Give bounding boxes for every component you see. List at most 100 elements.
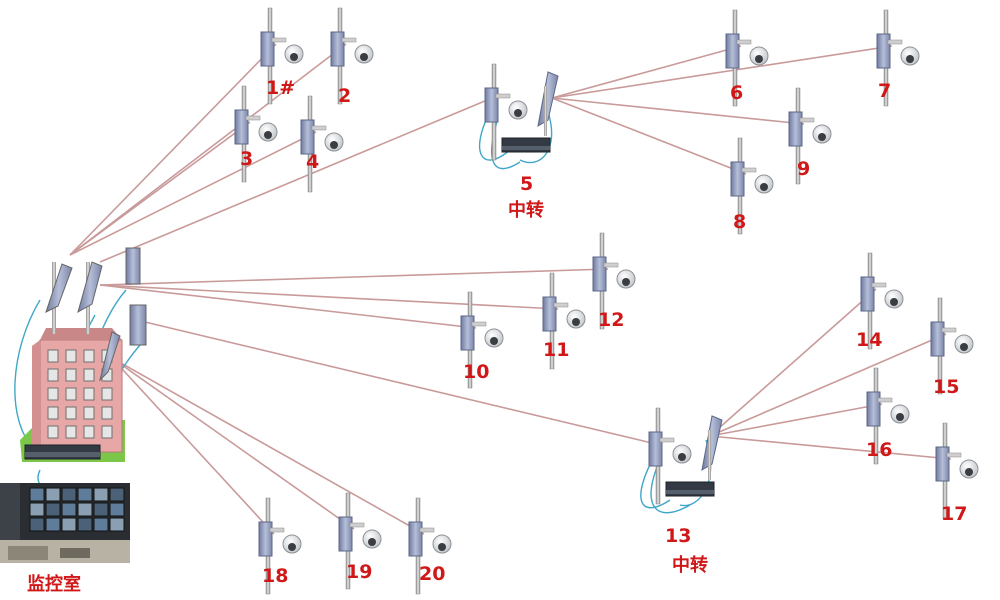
building-window: [83, 349, 95, 363]
network-cable: [650, 459, 691, 514]
monitor-screen: [93, 487, 109, 502]
camera-arm: [659, 437, 675, 443]
camera-node-3: [234, 85, 278, 183]
camera-arm: [419, 527, 435, 533]
link-n13-n16: [709, 403, 883, 437]
camera-arm: [941, 327, 957, 333]
camera-arm: [887, 39, 903, 45]
camera-arm: [603, 262, 619, 268]
building-window: [65, 406, 77, 420]
camera-arm: [269, 527, 285, 533]
monitor-screen: [29, 487, 45, 502]
node-label-9: 9: [797, 158, 810, 180]
panel-antenna: [542, 296, 557, 332]
link-n5-n9: [551, 97, 805, 125]
camera-arm: [311, 125, 327, 131]
building-window: [83, 368, 95, 382]
building-window: [47, 406, 59, 420]
panel-antenna: [860, 276, 875, 312]
monitor-screen: [93, 502, 109, 517]
camera-arm: [877, 397, 893, 403]
node-label-19: 19: [346, 561, 372, 583]
node-label-12: 12: [598, 309, 624, 331]
link-hub-n4: [69, 131, 317, 256]
hub-antenna-5: [99, 331, 121, 382]
link-hub-n19: [111, 357, 355, 530]
link-n5-n8: [551, 97, 747, 175]
camera-arm: [736, 39, 752, 45]
camera-lens: [290, 53, 298, 61]
network-cable: [478, 111, 511, 161]
panel-antenna: [258, 521, 273, 557]
camera-node-4: [300, 95, 344, 193]
link-n5-n6: [551, 45, 742, 99]
camera-lens: [755, 55, 763, 63]
link-n13-n17: [709, 435, 952, 460]
node-label-1: 1#: [266, 77, 295, 99]
monitor-screen: [61, 487, 77, 502]
building-window: [47, 425, 59, 439]
relay-b-label: 中转: [672, 554, 708, 576]
monitor-screen: [29, 517, 45, 532]
link-hub-n11: [99, 284, 559, 310]
link-hub-n12: [99, 268, 609, 286]
camera-arm: [799, 117, 815, 123]
camera-lens: [572, 318, 580, 326]
camera-node-5: [484, 63, 559, 161]
relay-a-label: 中转: [508, 199, 544, 221]
network-cable: [519, 111, 553, 164]
hub-antenna-4: [129, 304, 147, 346]
camera-arm: [553, 302, 569, 308]
panel-antenna: [460, 315, 475, 351]
monitor-screen: [61, 517, 77, 532]
building-roof: [40, 328, 122, 340]
building-window: [47, 368, 59, 382]
camera-arm: [349, 522, 365, 528]
link-hub-n5: [99, 97, 493, 263]
panel-antenna: [234, 109, 249, 145]
node-label-10: 10: [463, 361, 489, 383]
camera-lens: [330, 141, 338, 149]
panel-antenna: [484, 87, 499, 123]
building-window: [101, 387, 113, 401]
panel-antenna: [592, 256, 607, 292]
link-n13-n15: [709, 333, 947, 437]
panel-antenna: [876, 33, 891, 69]
monitor-screen: [29, 502, 45, 517]
panel-antenna: [788, 111, 803, 147]
camera-lens: [965, 468, 973, 476]
building-window: [47, 387, 59, 401]
link-hub-n10: [99, 284, 477, 329]
camera-node-7: [876, 9, 920, 107]
camera-node-1: [260, 7, 304, 105]
hub-label: 监控室: [27, 573, 81, 595]
camera-arm: [871, 282, 887, 288]
wireless-links: [69, 43, 952, 535]
panel-antenna: [730, 161, 745, 197]
node-label-13: 13: [665, 525, 691, 547]
monitor-screen: [109, 517, 125, 532]
monitor-screen: [109, 502, 125, 517]
node-label-5: 5: [520, 173, 533, 195]
camera-arm: [741, 167, 757, 173]
link-n13-n14: [709, 288, 877, 437]
monitor-screen: [61, 502, 77, 517]
building-window: [65, 349, 77, 363]
camera-lens: [960, 343, 968, 351]
relay-switch-front: [666, 490, 714, 494]
panel-antenna: [260, 31, 275, 67]
camera-node-18: [258, 497, 302, 595]
link-hub-n3: [69, 121, 251, 256]
camera-node-9: [788, 87, 832, 185]
monitor-screen: [45, 502, 61, 517]
camera-node-17: [935, 422, 979, 520]
building-window: [65, 368, 77, 382]
camera-lens: [490, 337, 498, 345]
panel-antenna: [300, 119, 315, 155]
panel-antenna: [930, 321, 945, 357]
node-label-4: 4: [306, 151, 319, 173]
camera-arm: [341, 37, 357, 43]
building-window: [101, 406, 113, 420]
camera-lens: [514, 109, 522, 117]
